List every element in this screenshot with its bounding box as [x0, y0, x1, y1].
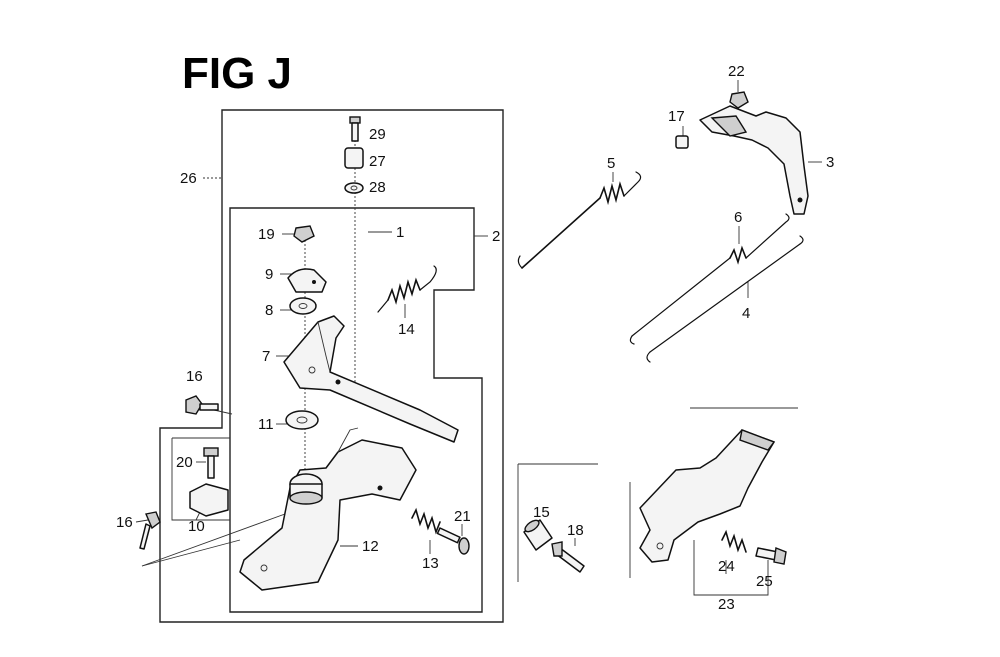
callout-12: 12 [362, 538, 379, 555]
callout-26: 26 [180, 170, 197, 187]
callout-7: 7 [262, 348, 270, 365]
callout-24: 24 [718, 558, 735, 575]
callout-28: 28 [369, 179, 386, 196]
callout-17: 17 [668, 108, 685, 125]
bolt-icon [436, 527, 470, 555]
bolt-icon [203, 447, 219, 479]
washer-icon [289, 297, 317, 315]
callout-9: 9 [265, 266, 273, 283]
lever-icon [283, 315, 459, 443]
bolt-icon [139, 511, 161, 550]
callout-14: 14 [398, 321, 415, 338]
callout-23: 23 [718, 596, 735, 613]
spring-icon [377, 265, 437, 313]
bolt-icon [349, 116, 361, 142]
collar-icon [523, 519, 553, 551]
callout-25: 25 [756, 573, 773, 590]
bracket-icon [239, 427, 417, 591]
callout-18: 18 [567, 522, 584, 539]
callout-11: 11 [258, 416, 274, 433]
washer-icon [285, 410, 319, 430]
clip-icon [189, 483, 229, 517]
callout-16-lower: 16 [116, 514, 133, 531]
collar-icon [344, 147, 364, 169]
callout-16-upper: 16 [186, 368, 203, 385]
bolt-icon [675, 135, 689, 149]
callout-21: 21 [454, 508, 471, 525]
washer-icon [344, 182, 364, 194]
callout-27: 27 [369, 153, 386, 170]
rod-icon [629, 213, 790, 345]
lever-icon [699, 105, 809, 215]
figure-title: FIG J [182, 49, 292, 98]
callout-22: 22 [728, 63, 745, 80]
nut-icon [293, 225, 315, 243]
callout-13: 13 [422, 555, 439, 572]
plate-icon [287, 268, 327, 293]
bracket-icon [639, 429, 776, 563]
callout-10: 10 [188, 518, 205, 535]
callout-6: 6 [734, 209, 742, 226]
callout-19: 19 [258, 226, 275, 243]
callout-4: 4 [742, 305, 750, 322]
callout-15: 15 [533, 504, 550, 521]
nut-icon [729, 91, 749, 109]
callout-20: 20 [176, 454, 193, 471]
callout-2: 2 [492, 228, 500, 245]
callout-8: 8 [265, 302, 273, 319]
callout-1: 1 [396, 224, 404, 241]
rod-icon [517, 171, 642, 269]
rod-icon [646, 235, 804, 363]
leader-lines [135, 80, 822, 596]
bolt-icon [551, 541, 585, 573]
spring-icon [721, 529, 747, 553]
spring-icon [411, 507, 441, 535]
callout-labels: 1 2 3 4 5 6 7 8 9 10 11 12 13 14 15 16 1… [116, 63, 834, 613]
callout-29: 29 [369, 126, 386, 143]
callout-5: 5 [607, 155, 615, 172]
bolt-icon [755, 547, 787, 565]
assembly-outline [159, 109, 798, 623]
bolt-icon [185, 395, 219, 415]
callout-3: 3 [826, 154, 834, 171]
